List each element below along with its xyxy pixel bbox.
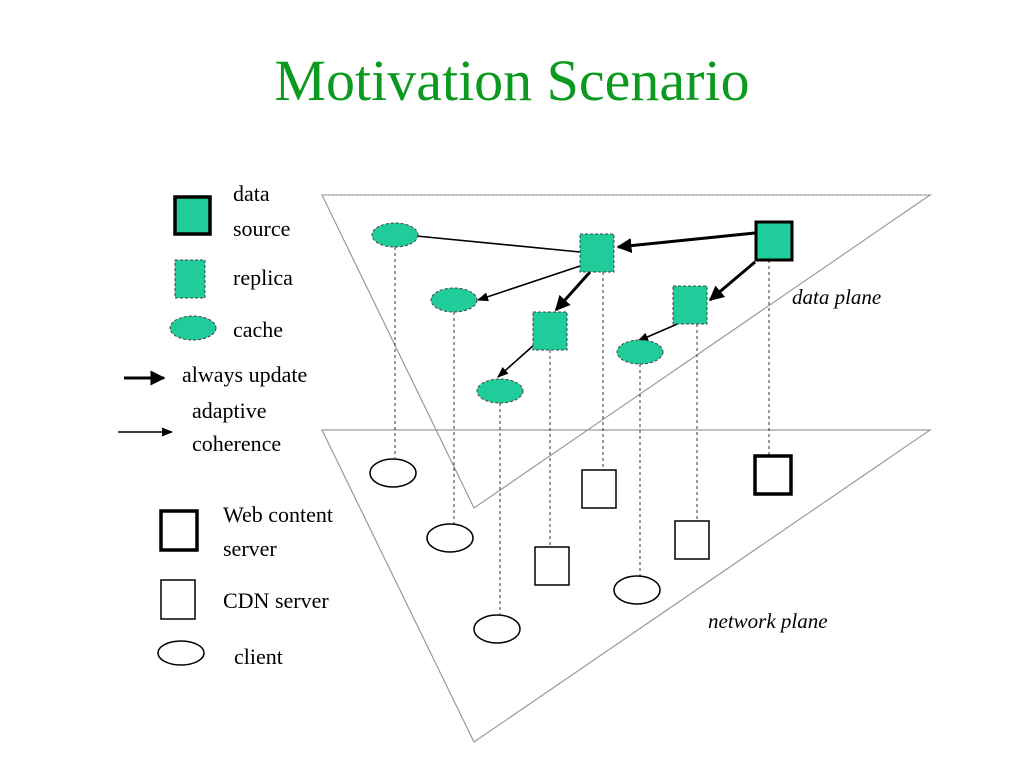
client-node (613, 575, 661, 605)
cdn-server-node (674, 520, 710, 560)
legend-data-source-icon (173, 195, 212, 236)
legend-web-content-server-line1: Web content (223, 502, 333, 527)
projection-lines (394, 247, 770, 614)
always-update-arrow (708, 260, 756, 302)
cache-node (616, 339, 664, 365)
legend-web-content-server-line2: server (223, 536, 277, 561)
legend-adaptive-label-line2: coherence (192, 431, 281, 456)
client-node (473, 614, 521, 644)
legend-data-source-label-line1: data (233, 181, 270, 206)
legend-cache-icon (169, 315, 217, 341)
cdn-server-node (581, 469, 617, 509)
web-content-server-node (753, 454, 793, 496)
legend-cdn-server-label: CDN server (223, 588, 329, 613)
replica-node (579, 233, 615, 273)
replica-node (672, 285, 708, 325)
adaptive-coherence-arrow (476, 265, 581, 302)
legend: data source replica cache always update … (118, 181, 333, 669)
cdn-server-node (534, 546, 570, 586)
legend-adaptive-label-line1: adaptive (192, 398, 267, 423)
legend-replica-icon (174, 259, 206, 299)
legend-client-label: client (234, 644, 283, 669)
cache-node (371, 222, 419, 248)
cache-node (476, 378, 524, 404)
slide-title: Motivation Scenario (274, 48, 750, 113)
network-plane-outline (321, 429, 932, 743)
always-update-arrow (554, 270, 592, 312)
cache-node (430, 287, 478, 313)
legend-cache-label: cache (233, 317, 283, 342)
adaptive-coherence-arrow (497, 344, 535, 378)
data-plane-label: data plane (792, 285, 881, 309)
legend-client-icon (157, 640, 205, 666)
legend-replica-label: replica (233, 265, 293, 290)
adaptive-coherence-arrow (636, 321, 683, 342)
always-update-arrow (616, 231, 756, 254)
legend-web-content-server-icon (159, 509, 199, 552)
network-plane-label: network plane (708, 609, 828, 633)
data-source-node (754, 220, 794, 262)
replica-node (532, 311, 568, 351)
legend-always-update-label: always update (182, 362, 307, 387)
client-node (369, 458, 417, 488)
network-plane-nodes (369, 454, 793, 644)
client-node (426, 523, 474, 553)
legend-cdn-server-icon (160, 579, 196, 620)
adaptive-coherence-arrow (404, 231, 581, 253)
coherence-arrows (404, 231, 756, 378)
legend-data-source-label-line2: source (233, 216, 290, 241)
data-plane-nodes (371, 220, 794, 404)
